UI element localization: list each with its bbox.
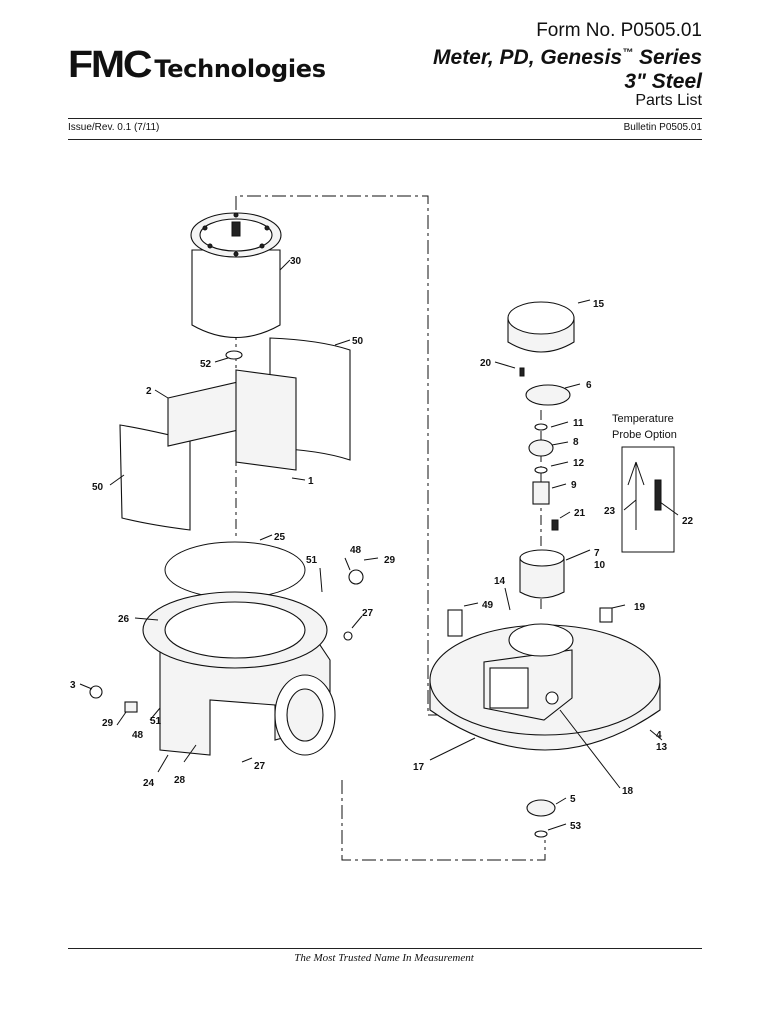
part-52-oring (225, 350, 243, 360)
document-subtitle: Parts List (635, 92, 702, 109)
part-11-washer (534, 423, 548, 431)
callout-48-lower: 48 (132, 730, 144, 741)
callout-10: 10 (594, 560, 606, 571)
part-1-housing-liner (235, 369, 297, 471)
callout-5: 5 (570, 794, 576, 805)
part-15-cap (507, 301, 575, 353)
callout-28: 28 (174, 775, 186, 786)
part-19-plug (599, 607, 613, 623)
callout-48-upper: 48 (350, 545, 362, 556)
callout-4: 4 (656, 730, 662, 741)
part-12-washer (534, 466, 548, 474)
part-25-gasket (164, 541, 306, 599)
callout-21: 21 (574, 508, 586, 519)
part-2-rotor (167, 381, 239, 447)
callout-49: 49 (482, 600, 494, 611)
logo-text: Technologies (154, 55, 326, 83)
callout-1: 1 (308, 476, 314, 487)
bulletin-number: Bulletin P0505.01 (623, 122, 702, 133)
callout-17: 17 (413, 762, 425, 773)
footer-tagline: The Most Trusted Name In Measurement (294, 952, 474, 964)
part-7-adapter (519, 557, 565, 599)
callout-14: 14 (494, 576, 506, 587)
part-29-plug (124, 701, 138, 713)
part-27-plug (343, 631, 353, 641)
part-30-cover (190, 212, 282, 339)
callout-15: 15 (593, 299, 605, 310)
trademark-symbol: ™ (622, 47, 634, 59)
callout-30: 30 (290, 256, 302, 267)
callout-19: 19 (634, 602, 646, 613)
issue-revision: Issue/Rev. 0.1 (7/11) (68, 122, 160, 133)
probe-note-line1: Temperature (612, 413, 674, 425)
callout-3: 3 (70, 680, 76, 691)
part-9-coupling (532, 481, 550, 505)
callout-9: 9 (571, 480, 577, 491)
callout-27-upper: 27 (362, 608, 374, 619)
header-rule-top (68, 118, 702, 119)
callout-labels: 30 52 50 2 50 1 25 51 48 29 26 27 3 29 4… (70, 256, 694, 832)
callout-22: 22 (682, 516, 694, 527)
callout-52: 52 (200, 359, 212, 370)
exploded-parts-diagram: Temperature Probe Option (70, 195, 694, 861)
part-4-flange (429, 623, 661, 751)
callout-8: 8 (573, 437, 579, 448)
callout-50-lower: 50 (92, 482, 104, 493)
callout-26: 26 (118, 614, 130, 625)
document-title-line1: Meter, PD, Genesis™ Series (433, 46, 702, 69)
callout-50-upper: 50 (352, 336, 364, 347)
callout-7: 7 (594, 548, 600, 559)
part-49-bolt (447, 609, 463, 637)
callout-27-lower: 27 (254, 761, 266, 772)
temperature-probe-option: Temperature Probe Option (612, 413, 677, 553)
part-8-bearing (528, 439, 554, 457)
leader-lines (79, 259, 679, 831)
part-53-washer (534, 830, 548, 838)
logo-mark: FMC (68, 44, 153, 86)
header-rule-bottom (68, 139, 702, 140)
part-50-shield-left (119, 424, 191, 531)
callout-2: 2 (146, 386, 152, 397)
callout-11: 11 (573, 418, 584, 429)
callout-23: 23 (604, 506, 616, 517)
callout-51-lower: 51 (150, 716, 162, 727)
part-21-screw (551, 519, 559, 531)
part-29-plug-top (348, 569, 364, 585)
part-20-screw (519, 367, 525, 377)
callout-51-upper: 51 (306, 555, 318, 566)
part-6-plate (525, 384, 571, 406)
probe-note-line2: Probe Option (612, 429, 677, 441)
form-number: Form No. P0505.01 (536, 20, 702, 41)
callout-20: 20 (480, 358, 492, 369)
part-24-body (142, 591, 336, 756)
callout-53: 53 (570, 821, 582, 832)
part-5-bearing (526, 799, 556, 817)
part-3-eye-bolt (89, 685, 103, 699)
callout-12: 12 (573, 458, 585, 469)
footer-rule (68, 948, 702, 949)
callout-18: 18 (622, 786, 634, 797)
callout-29-upper: 29 (384, 555, 396, 566)
callout-24: 24 (143, 778, 155, 789)
fmc-logo: FMC Technologies (68, 44, 326, 84)
assembly-path-bottom (341, 780, 546, 861)
callout-13: 13 (656, 742, 668, 753)
callout-29-lower: 29 (102, 718, 114, 729)
callout-25: 25 (274, 532, 286, 543)
callout-6: 6 (586, 380, 592, 391)
document-title-line2: 3" Steel (624, 70, 702, 93)
